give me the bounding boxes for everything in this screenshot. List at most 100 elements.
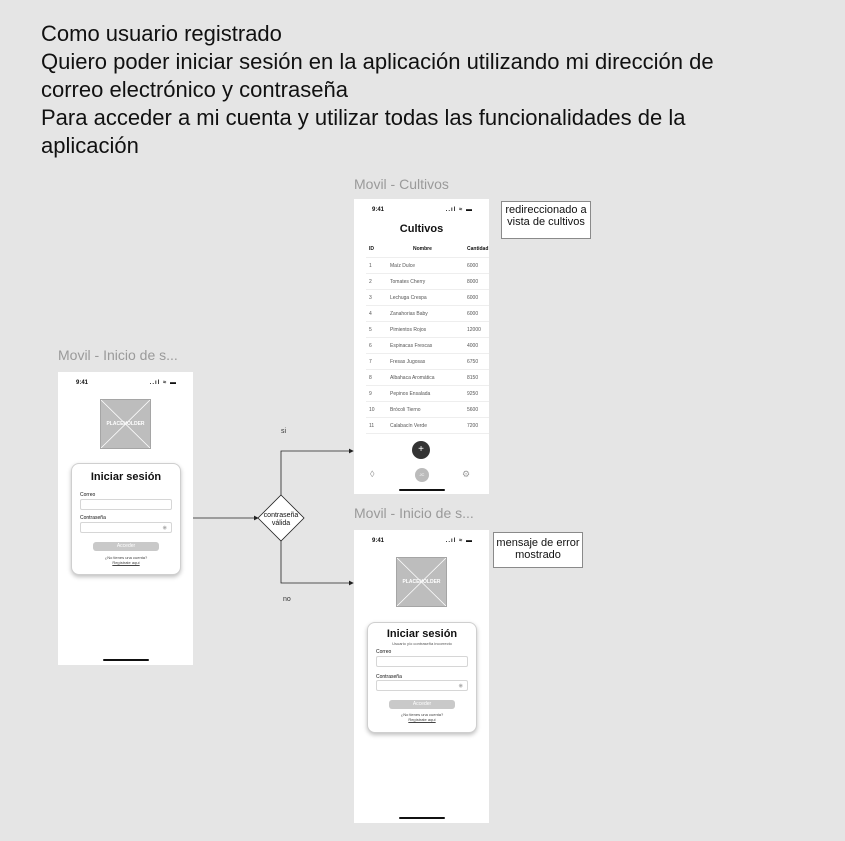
- note-redirect[interactable]: redireccionado a vista de cultivos: [501, 201, 591, 239]
- no-account-text: ¿No tienes una cuenta?: [104, 555, 148, 560]
- row-nombre: Fresas Jugosas: [390, 359, 426, 365]
- story-line-1: Como usuario registrado: [41, 21, 282, 46]
- table-row-divider: [366, 321, 489, 322]
- gear-icon[interactable]: ⚙: [462, 469, 471, 479]
- row-id: 10: [369, 407, 375, 413]
- error-frame-label[interactable]: Movil - Inicio de s...: [354, 505, 474, 521]
- error-login-card: Iniciar sesión Usuario y/o contraseña in…: [367, 622, 477, 733]
- arrow-yes: [280, 448, 354, 495]
- row-cantidad: 6000: [467, 263, 479, 269]
- row-nombre: Maíz Dulce: [390, 263, 416, 269]
- table-row-divider: [366, 433, 489, 434]
- register-link[interactable]: Regístrate aquí: [72, 560, 180, 565]
- register-link-text[interactable]: Regístrate aquí: [112, 560, 140, 565]
- row-nombre: Calabacín Verde: [390, 423, 427, 429]
- table-row-divider: [366, 401, 489, 402]
- placeholder-text: PLACEHOLDER: [402, 579, 441, 585]
- row-nombre: Pimientos Rojos: [390, 327, 427, 333]
- placeholder-image: PLACEHOLDER: [100, 399, 151, 449]
- table-row-divider: [366, 417, 489, 418]
- row-nombre: Lechuga Crespa: [390, 295, 427, 301]
- row-nombre: Zanahorias Baby: [390, 311, 428, 317]
- row-cantidad: 5600: [467, 407, 479, 413]
- password-label: Contraseña: [376, 674, 402, 680]
- cultivos-title: Cultivos: [399, 223, 444, 235]
- tab-profile[interactable]: JC: [415, 468, 429, 482]
- status-icons: ..ıl ≈ ▬: [445, 207, 473, 213]
- register-link[interactable]: Regístrate aquí: [368, 717, 476, 722]
- row-id: 2: [369, 279, 372, 285]
- row-cantidad: 8000: [467, 279, 479, 285]
- error-message: Usuario y/o contraseña incorrecto: [392, 641, 452, 646]
- row-id: 3: [369, 295, 372, 301]
- error-login-title: Iniciar sesión: [386, 628, 458, 640]
- row-id: 5: [369, 327, 372, 333]
- table-row-divider: [366, 305, 489, 306]
- status-icons: ..ıl ≈ ▬: [149, 380, 177, 386]
- row-id: 7: [369, 359, 372, 365]
- add-button[interactable]: +: [412, 441, 430, 459]
- story-line-5: aplicación: [41, 133, 139, 158]
- note-error[interactable]: mensaje de error mostrado: [493, 532, 583, 568]
- placeholder-image: PLACEHOLDER: [396, 557, 447, 607]
- table-row-divider: [366, 337, 489, 338]
- status-time: 9:41: [76, 380, 89, 386]
- story-line-2: Quiero poder iniciar sesión en la aplica…: [41, 49, 714, 74]
- row-id: 6: [369, 343, 372, 349]
- email-label: Correo: [80, 492, 96, 498]
- drop-icon[interactable]: ◊: [370, 469, 375, 479]
- row-nombre: Albahaca Aromática: [390, 375, 435, 381]
- row-cantidad: 7200: [467, 423, 479, 429]
- edge-label-no: no: [283, 596, 291, 603]
- story-line-3: correo electrónico y contraseña: [41, 77, 348, 102]
- row-nombre: Brócoli Tierno: [390, 407, 421, 413]
- story-line-4: Para acceder a mi cuenta y utilizar toda…: [41, 105, 686, 130]
- eye-icon[interactable]: ◉: [458, 683, 463, 689]
- row-cantidad: 4000: [467, 343, 479, 349]
- status-time: 9:41: [372, 207, 385, 213]
- row-cantidad: 6000: [467, 311, 479, 317]
- login-title: Iniciar sesión: [90, 471, 162, 483]
- row-cantidad: 12000: [467, 327, 481, 333]
- row-id: 11: [369, 423, 375, 429]
- table-row-divider: [366, 369, 489, 370]
- login-phone-frame: 9:41 ..ıl ≈ ▬ PLACEHOLDER Iniciar sesión…: [58, 372, 193, 665]
- login-card: Iniciar sesión Correo Contraseña ◉ Acced…: [71, 463, 181, 575]
- column-header-cantidad: Cantidad: [467, 246, 489, 252]
- row-nombre: Tomates Cherry: [390, 279, 426, 285]
- email-field[interactable]: [80, 499, 172, 510]
- header-divider: [366, 257, 489, 258]
- register-link-text[interactable]: Regístrate aquí: [408, 717, 436, 722]
- cultivos-frame-label[interactable]: Movil - Cultivos: [354, 176, 449, 192]
- password-field[interactable]: ◉: [376, 680, 468, 691]
- row-cantidad: 6000: [467, 295, 479, 301]
- decision-label: contraseña válida: [263, 512, 299, 527]
- email-label: Correo: [376, 649, 392, 655]
- row-cantidad: 9250: [467, 391, 479, 397]
- error-login-phone-frame: 9:41 ..ıl ≈ ▬ PLACEHOLDER Iniciar sesión…: [354, 530, 489, 823]
- edge-label-yes: si: [281, 428, 287, 435]
- cultivos-phone-frame: 9:41 ..ıl ≈ ▬ Cultivos ID Nombre Cantida…: [354, 199, 489, 494]
- row-id: 9: [369, 391, 372, 397]
- row-nombre: Espinacas Frescas: [390, 343, 433, 349]
- password-field[interactable]: ◉: [80, 522, 172, 533]
- submit-button[interactable]: Acceder: [93, 542, 159, 551]
- home-indicator: [399, 489, 445, 491]
- row-nombre: Pepinos Ensalada: [390, 391, 431, 397]
- email-field[interactable]: [376, 656, 468, 667]
- row-cantidad: 6750: [467, 359, 479, 365]
- home-indicator: [399, 817, 445, 819]
- status-bar: 9:41 ..ıl ≈ ▬: [354, 530, 489, 550]
- row-id: 4: [369, 311, 372, 317]
- submit-button[interactable]: Acceder: [389, 700, 455, 709]
- row-cantidad: 8150: [467, 375, 479, 381]
- table-row-divider: [366, 385, 489, 386]
- login-frame-label[interactable]: Movil - Inicio de s...: [58, 347, 178, 363]
- eye-icon[interactable]: ◉: [162, 525, 167, 531]
- row-id: 8: [369, 375, 372, 381]
- status-bar: 9:41 ..ıl ≈ ▬: [58, 372, 193, 392]
- table-row-divider: [366, 353, 489, 354]
- column-header-id: ID: [369, 246, 374, 252]
- status-icons: ..ıl ≈ ▬: [445, 538, 473, 544]
- user-story: Como usuario registrado Quiero poder ini…: [41, 20, 831, 160]
